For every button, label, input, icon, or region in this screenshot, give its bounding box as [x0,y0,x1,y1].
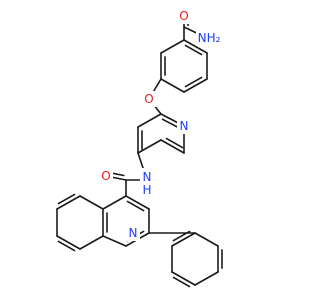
atom-label-o-bottom: O [101,169,110,183]
bond-p3-p2-double [165,137,184,149]
bond-ph3-ph4 [194,271,219,286]
atom-label-o-top: O [179,9,188,23]
bond-t6-t1 [160,39,185,54]
bond-p2-p5 [137,139,162,154]
atom-amide-oxygen-bottom: O [99,168,113,184]
bond-t3-t4-double [184,76,203,88]
atom-pyridine-nitrogen: N [177,118,191,134]
bond-t3-t4 [183,78,208,93]
bond-qN-q4a [102,235,127,247]
bond-q8a-q4 [102,195,127,210]
bond-t4-t5 [160,78,185,93]
bond-t1-t2 [183,39,208,54]
atom-label-pyridine-n: N [180,119,189,133]
bond-b4-q4a [79,235,104,250]
atom-amide-oxygen-top: O [177,8,191,24]
bond-layer [56,15,223,288]
bond-ph6-ph1 [171,232,196,247]
bond-q4-q3 [125,195,150,210]
bond-p6-p1 [137,113,162,128]
bond-p1-p4-double [161,118,180,129]
bond-t1-t2-double [184,44,203,56]
bond-ph5-ph6 [194,232,219,247]
atom-label-quinoline-n: N [129,226,138,240]
bond-ph2-ph3-double [172,276,191,288]
bond-b1-b2 [56,195,81,210]
bond-b3-b4-double [57,240,76,252]
atom-amide-nh2: NH₂ [196,30,222,46]
atom-label-ether-o: O [144,92,153,106]
bond-q4-q3-double [126,200,145,212]
bond-ph2-ph3 [171,271,196,286]
bond-b3-b4 [56,235,81,250]
bond-q8a-b1 [79,195,104,210]
atom-ether-oxygen: O [142,91,156,107]
atom-label-nh2: NH₂ [198,31,221,45]
bond-p3-p2 [160,139,185,154]
atom-quinoline-nitrogen: N [126,225,140,241]
bond-ph6-ph1-double [172,230,191,242]
bond-b1-b2-double [57,193,76,205]
